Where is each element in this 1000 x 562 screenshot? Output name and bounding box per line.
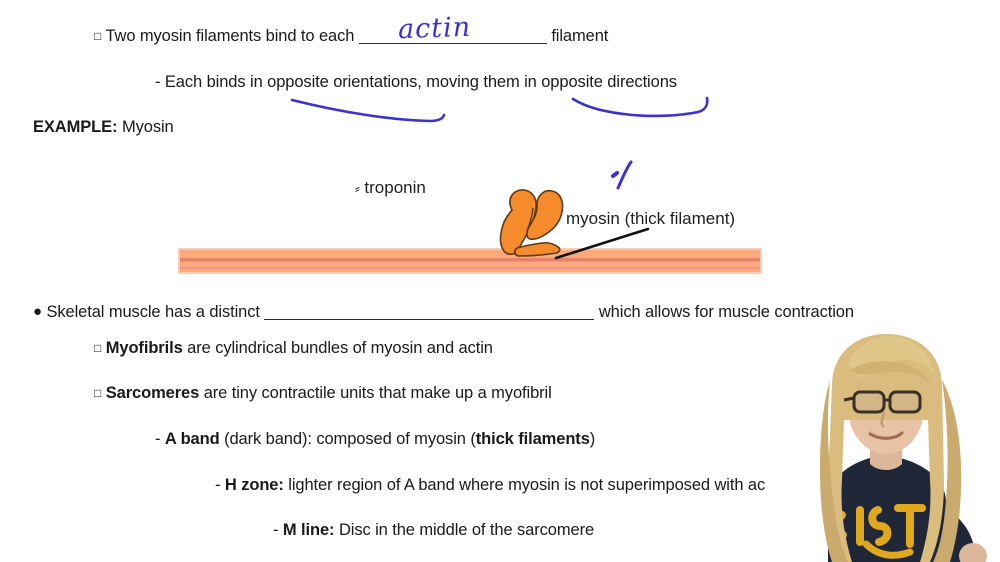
presenter-video-overlay[interactable] — [770, 330, 1000, 562]
lower-bullet-6: - M line: Disc in the middle of the sarc… — [273, 520, 594, 540]
m-line-term: M line: — [282, 521, 335, 539]
presenter-glasses — [843, 390, 922, 414]
dash-marker-5: - — [215, 476, 221, 494]
myosin-filament-diagram: ⸗ troponin myosin (thick filament) — [178, 160, 762, 274]
presenter-nose — [880, 411, 886, 428]
troponin-pointer-icon: ⸗ — [355, 180, 360, 196]
lower-bullet-3: □ Sarcomeres are tiny contractile units … — [94, 383, 552, 403]
troponin-label: troponin — [364, 178, 426, 197]
example-value: Myosin — [121, 118, 174, 136]
dash-marker-4: - — [155, 430, 161, 448]
bullet-line-1-before: Two myosin filaments bind to each — [105, 27, 355, 45]
ink-check-mark — [611, 160, 633, 190]
square-bullet-icon-2: □ — [94, 341, 102, 355]
troponin-label-group: ⸗ troponin — [355, 178, 426, 198]
sarcomeres-term: Sarcomeres — [105, 384, 200, 402]
presenter-arm — [959, 543, 987, 562]
thick-filaments-term: thick filaments — [475, 430, 590, 448]
a-band-close-paren: ) — [589, 430, 596, 448]
thick-filament-bar — [178, 248, 762, 274]
square-bullet-icon: □ — [94, 29, 102, 43]
h-zone-term: H zone: — [224, 476, 284, 494]
a-band-definition: (dark band): composed of myosin ( — [224, 430, 476, 448]
bullet-line-1: □ Two myosin filaments bind to each fila… — [94, 26, 608, 46]
square-bullet-icon-3: □ — [94, 386, 102, 400]
myofibrils-term: Myofibrils — [105, 339, 183, 357]
sarcomeres-definition: are tiny contractile units that make up … — [203, 384, 552, 402]
a-band-term: A band — [164, 430, 220, 448]
h-zone-definition: lighter region of A band where myosin is… — [288, 476, 766, 494]
round-bullet-icon: ● — [33, 303, 42, 320]
fill-in-blank-1[interactable] — [358, 43, 547, 44]
myosin-label: myosin (thick filament) — [566, 209, 736, 228]
fill-in-blank-2[interactable] — [264, 319, 595, 320]
lower-bullet-5: - H zone: lighter region of A band where… — [215, 475, 765, 495]
lower-bullet-1: ● Skeletal muscle has a distinct which a… — [33, 302, 854, 322]
lower-bullet-4: - A band (dark band): composed of myosin… — [155, 429, 595, 449]
presenter-mouth — [868, 431, 904, 440]
lower-bullet-2: □ Myofibrils are cylindrical bundles of … — [94, 338, 493, 358]
example-label: EXAMPLE: — [33, 118, 118, 136]
lower-bullet-1-after: which allows for muscle contraction — [598, 303, 854, 321]
example-line: EXAMPLE: Myosin — [33, 117, 174, 137]
myosin-head-shape — [499, 189, 564, 257]
lower-bullet-1-before: Skeletal muscle has a distinct — [46, 303, 260, 321]
myosin-leader-line — [554, 227, 650, 260]
bullet-line-2: - Each binds in opposite orientations, m… — [155, 73, 677, 91]
myofibrils-definition: are cylindrical bundles of myosin and ac… — [187, 339, 493, 357]
dash-marker-6: - — [273, 521, 279, 539]
presenter-figure — [770, 330, 1000, 562]
m-line-definition: Disc in the middle of the sarcomere — [338, 521, 595, 539]
bullet-line-1-after: filament — [551, 27, 609, 45]
